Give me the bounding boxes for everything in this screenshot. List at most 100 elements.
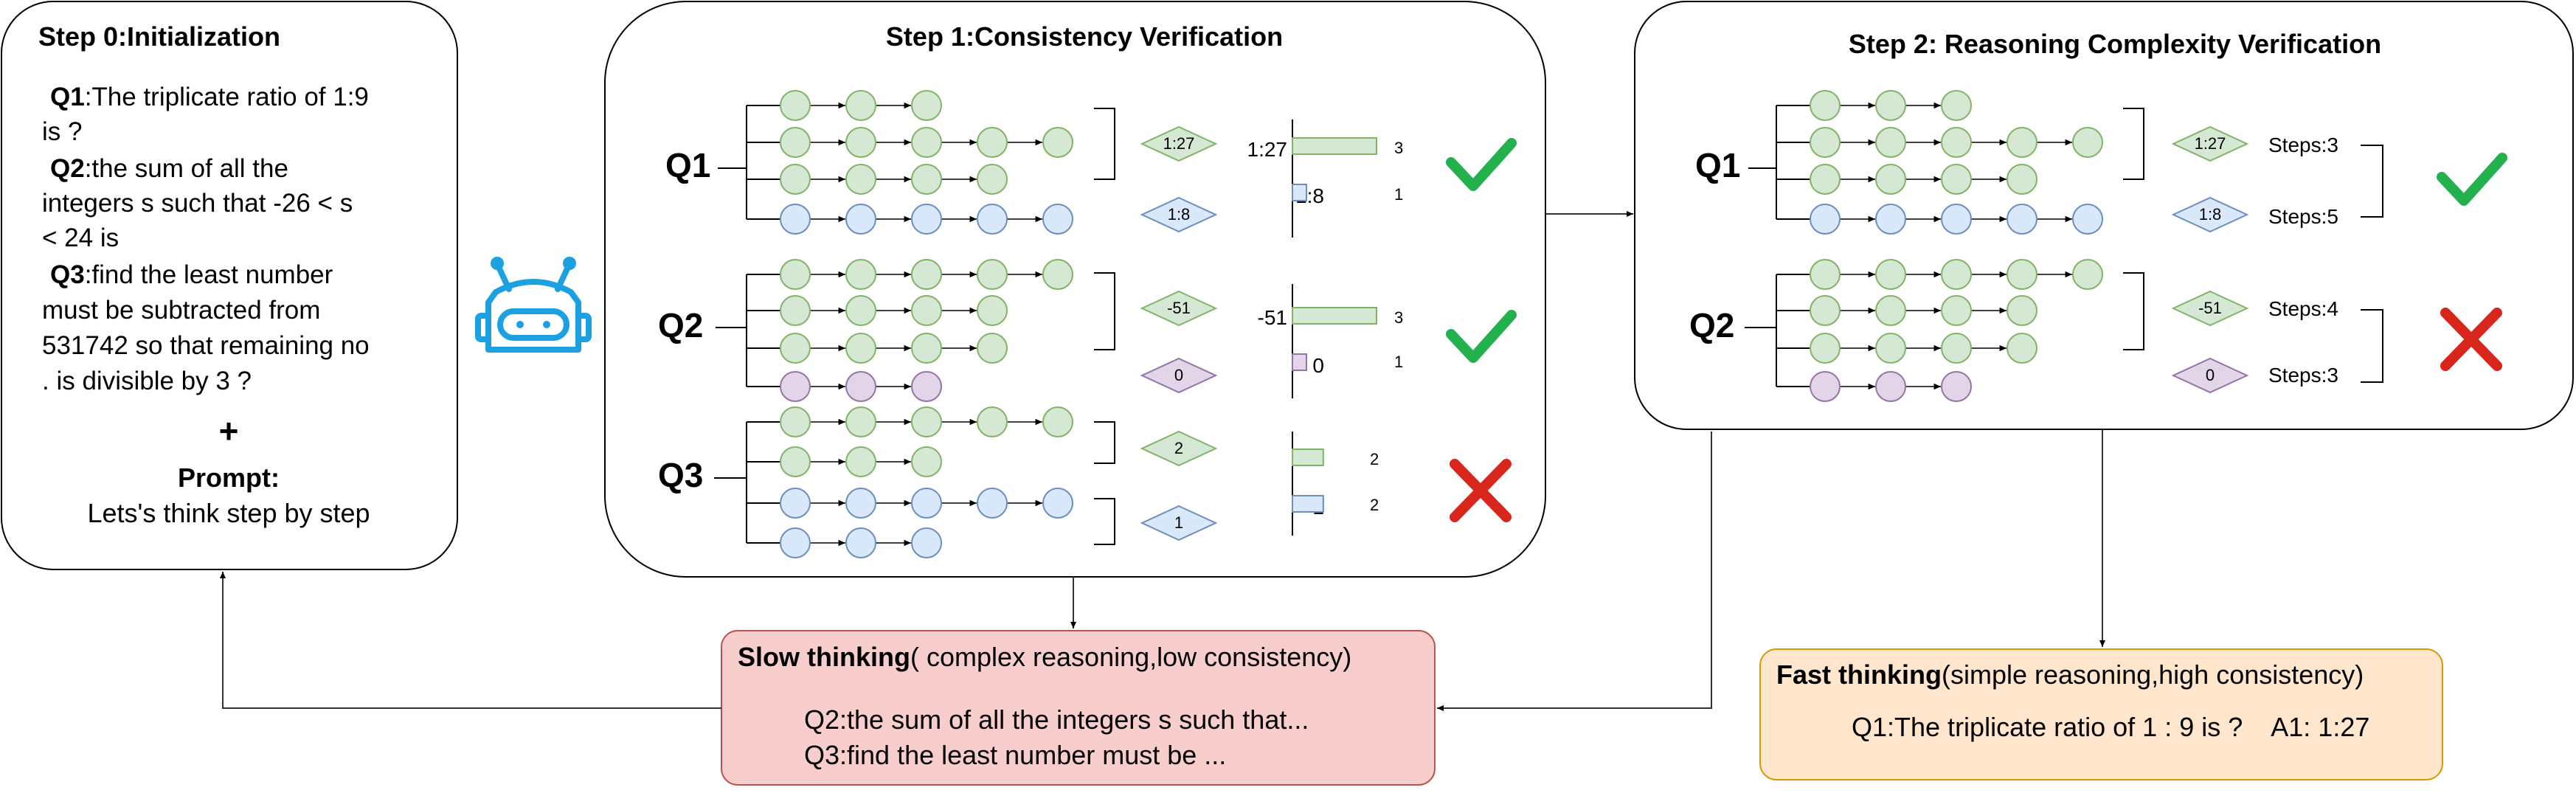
- step1-q3-count-a: 2: [1370, 450, 1379, 468]
- step2-q2-steps-b: Steps:3: [2268, 364, 2338, 387]
- s2-q1-step-node: [1875, 90, 1906, 121]
- s1-q2-step-node: [977, 259, 1008, 290]
- step2-q1-label: Q1: [1695, 146, 1740, 184]
- s2-q2-step-node: [1810, 259, 1841, 290]
- q3-line4: . is divisible by 3 ?: [42, 367, 252, 395]
- step2-q1-answer-b: 1:8: [2171, 196, 2249, 233]
- step1-q3-answer-b-text: 1: [1174, 513, 1183, 532]
- s2-q2-step-node: [1810, 333, 1841, 364]
- s2-q1-step-node: [2072, 204, 2103, 235]
- s1-q2-step-node: [780, 333, 811, 364]
- s2-q2-step-node: [1941, 371, 1972, 402]
- q3-label: Q3: [50, 260, 85, 289]
- s1-q2-step-node: [845, 259, 876, 290]
- s1-q3b-bracket: [1094, 498, 1115, 545]
- s1-q1-bar: [1292, 184, 1307, 201]
- step2-q2-answer-a-text: -51: [2198, 299, 2222, 317]
- slow-line1: Q2:the sum of all the integers s such th…: [804, 704, 1309, 735]
- s1-q1-step-node: [911, 204, 942, 235]
- step1-q3-answer-a-text: 2: [1174, 439, 1183, 457]
- s1-q2-bar: [1292, 353, 1307, 371]
- s2-q1-steps-bracket: [2361, 145, 2383, 218]
- fast-heading: Fast thinking(simple reasoning,high cons…: [1776, 659, 2364, 690]
- s2-q2-step-node: [2007, 333, 2037, 364]
- step1-q1-answer-b: 1:8: [1140, 196, 1218, 233]
- step2-panel: [1634, 1, 2574, 430]
- s1-q2-step-node: [780, 295, 811, 326]
- s1-q3-step-node: [1042, 488, 1073, 519]
- s2-q1-step-node: [1810, 127, 1841, 158]
- s1-q2-step-node: [845, 295, 876, 326]
- q1-label: Q1: [50, 83, 85, 111]
- s1-q1-step-node: [845, 127, 876, 158]
- s1-q3-bar: [1292, 448, 1324, 466]
- s2-q1-step-node: [1941, 204, 1972, 235]
- s2-q2-bracket: [2123, 272, 2144, 350]
- step1-q2-answer-b: 0: [1140, 357, 1218, 394]
- s1-q3-step-node: [780, 406, 811, 437]
- s1-q3-step-node: [911, 446, 942, 477]
- arrow-slow-to-step0: [220, 572, 721, 709]
- plus-sign: +: [219, 412, 239, 450]
- fast-line1: Q1:The triplicate ratio of 1 : 9 is ? A1…: [1852, 712, 2369, 742]
- fast-subtitle: (simple reasoning,high consistency): [1942, 659, 2364, 690]
- s2-q2-step-node: [1810, 371, 1841, 402]
- s2-q1-step-node: [1941, 127, 1972, 158]
- q3-line1: :find the least number: [85, 260, 333, 289]
- robot-icon: [475, 257, 592, 353]
- s2-q2-steps-bracket: [2361, 309, 2383, 383]
- q3-line2: must be subtracted from: [42, 296, 320, 325]
- step1-q2-answer-a: -51: [1140, 290, 1218, 327]
- step1-q1-label: Q1: [665, 146, 710, 184]
- s1-q3-step-node: [911, 527, 942, 558]
- s2-q2-step-node: [1941, 259, 1972, 290]
- slow-title: Slow thinking: [738, 642, 910, 672]
- step1-q2-bar-label-a: -51: [1258, 306, 1287, 329]
- s1-q1-step-node: [780, 204, 811, 235]
- s1-q1-check-icon: [1446, 138, 1517, 191]
- step1-title: Step 1:Consistency Verification: [886, 21, 1283, 52]
- q3-line3: 531742 so that remaining no: [42, 331, 370, 360]
- step0-title: Step 0:Initialization: [38, 21, 280, 52]
- s2-q1-step-node: [2007, 127, 2037, 158]
- s1-q3-step-node: [780, 446, 811, 477]
- s2-q2-step-node: [1810, 295, 1841, 326]
- s2-q2-step-node: [1875, 259, 1906, 290]
- s1-q2-step-node: [977, 333, 1008, 364]
- fast-thinking-box: [1759, 648, 2443, 780]
- prompt-text: Lets's think step by step: [87, 498, 370, 528]
- q1-text: Q1:The triplicate ratio of 1:9: [50, 83, 369, 111]
- s1-q3-step-node: [845, 527, 876, 558]
- step1-q1-answer-a-text: 1:27: [1163, 134, 1195, 153]
- s1-q2-bracket: [1094, 272, 1115, 350]
- s1-q3-cross-icon: [1450, 459, 1512, 522]
- s1-q1-step-node: [911, 90, 942, 121]
- s2-q1-step-node: [1810, 164, 1841, 195]
- generated-graphics: [714, 90, 2507, 558]
- s1-q1-step-node: [1042, 204, 1073, 235]
- s1-q1-step-node: [845, 90, 876, 121]
- prompt-title: Prompt:: [178, 463, 280, 493]
- slow-subtitle: ( complex reasoning,low consistency): [910, 642, 1351, 672]
- s1-q1-step-node: [780, 127, 811, 158]
- s1-q1-bar: [1292, 137, 1377, 155]
- s1-q3-step-node: [911, 488, 942, 519]
- step1-q2-bar-label-b: 0: [1312, 354, 1324, 377]
- s1-q1-step-node: [977, 127, 1008, 158]
- step1-q1-bar-label-a: 1:27: [1247, 138, 1288, 161]
- s1-q1-step-node: [780, 90, 811, 121]
- s2-q2-cross-icon: [2440, 308, 2502, 371]
- step2-title: Step 2: Reasoning Complexity Verificatio…: [1849, 29, 2381, 59]
- step1-q1-answer-a: 1:27: [1140, 125, 1218, 162]
- s2-q2-step-node: [1941, 295, 1972, 326]
- step2-q2-answer-b-text: 0: [2206, 366, 2215, 384]
- step2-q1-steps-b: Steps:5: [2268, 205, 2338, 228]
- s1-q3-step-node: [845, 488, 876, 519]
- q2-line1: :the sum of all the: [85, 154, 288, 183]
- step1-q1-count-b: 1: [1394, 185, 1403, 204]
- s1-q3-step-node: [780, 488, 811, 519]
- step1-q3-label: Q3: [658, 456, 703, 494]
- s2-q1-step-node: [1875, 164, 1906, 195]
- s2-q1-step-node: [1875, 127, 1906, 158]
